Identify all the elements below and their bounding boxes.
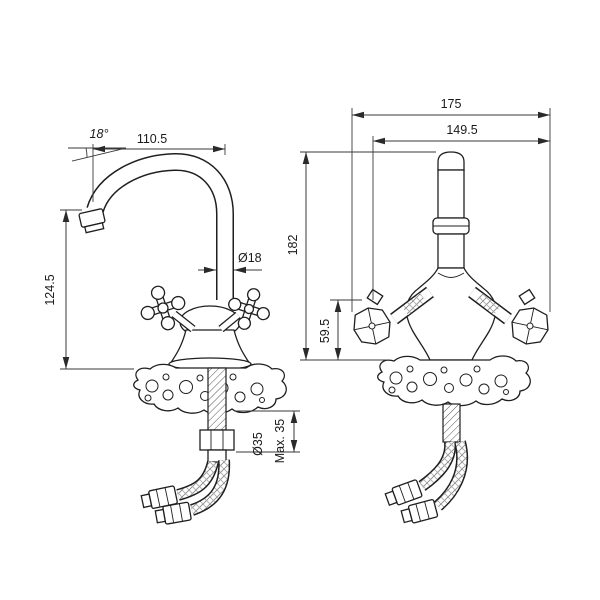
dim-spout-diameter: Ø18 xyxy=(198,251,262,274)
dim-label-spout-angle: 18° xyxy=(90,127,109,141)
threaded-shank xyxy=(199,367,235,463)
supply-hose-1 xyxy=(139,460,219,512)
left-view-dimensions: 18° 110.5 Ø18 124.5 Ø35 Max. 35 xyxy=(43,127,300,463)
right-view-dimensions: 175 149.5 182 59.5 xyxy=(286,97,551,361)
dim-label-spout-reach: 110.5 xyxy=(137,132,167,146)
dim-handle-span: 149.5 xyxy=(372,123,550,300)
dim-label-spout-height: 124.5 xyxy=(43,274,57,305)
dim-spout-height: 124.5 xyxy=(43,209,134,370)
cross-handle-left xyxy=(140,285,196,333)
dim-label-overall-width: 175 xyxy=(441,97,462,111)
dim-label-handle-height: 59.5 xyxy=(318,319,332,343)
dim-label-max-thickness: Max. 35 xyxy=(273,419,287,464)
dim-spout-reach: 110.5 xyxy=(92,132,226,202)
spout-gooseneck xyxy=(86,153,234,300)
dim-overall-height: 182 xyxy=(286,151,436,361)
dim-label-overall-height: 182 xyxy=(286,235,300,256)
spout-aerator xyxy=(78,208,106,234)
angled-handle-left xyxy=(344,286,434,354)
threaded-shank-right xyxy=(442,403,461,443)
dim-overall-width: 175 xyxy=(351,97,551,312)
angled-handle-right xyxy=(468,286,558,354)
dim-label-hole-diameter: Ø35 xyxy=(251,432,265,456)
supply-hose-3 xyxy=(383,441,457,509)
supply-hose-2 xyxy=(154,459,231,527)
dim-handle-height: 59.5 xyxy=(318,299,362,360)
supply-hose-4 xyxy=(399,440,469,527)
dim-base: Ø35 Max. 35 xyxy=(234,410,300,464)
dim-spout-angle: 18° xyxy=(68,127,127,162)
right-view-faucet xyxy=(344,151,558,527)
faucet-column xyxy=(405,151,497,361)
dim-label-spout-diameter: Ø18 xyxy=(238,251,262,265)
cross-handle-right xyxy=(218,288,270,333)
dim-label-handle-span: 149.5 xyxy=(446,123,477,137)
left-view-faucet xyxy=(78,153,287,527)
